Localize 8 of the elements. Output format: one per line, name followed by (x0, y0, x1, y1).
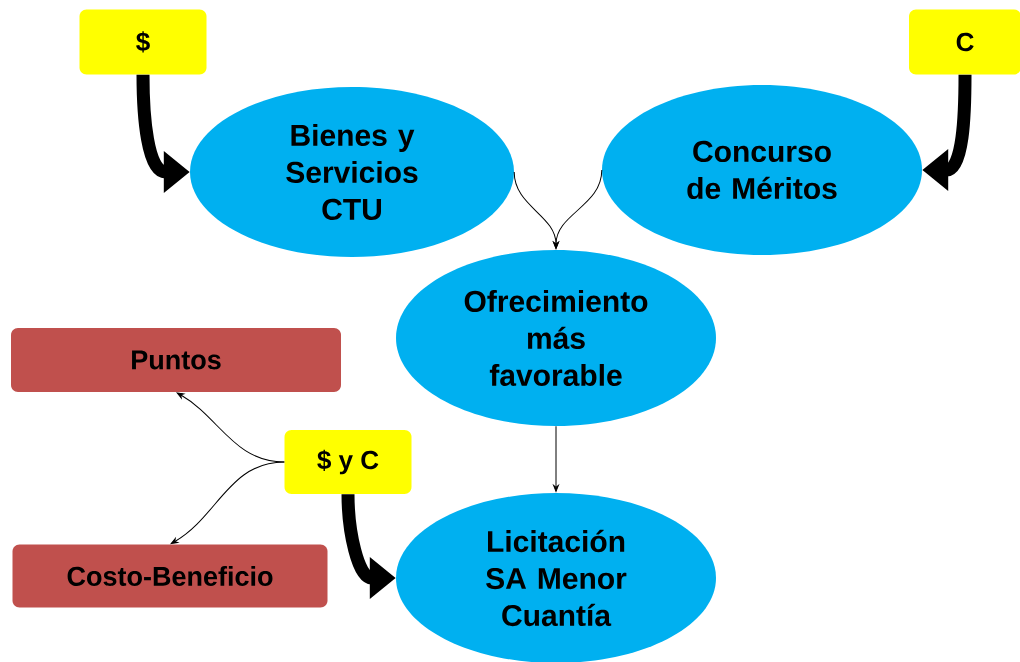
tag-box: C (909, 9, 1020, 75)
tag-box: $ (79, 9, 207, 75)
tag-box: $ y C (284, 430, 412, 494)
criterion-box: Costo-Beneficio (12, 544, 328, 608)
arrow (170, 461, 285, 545)
arrow (553, 425, 559, 492)
criterion-box: Puntos (11, 328, 341, 392)
arrow (553, 169, 603, 249)
